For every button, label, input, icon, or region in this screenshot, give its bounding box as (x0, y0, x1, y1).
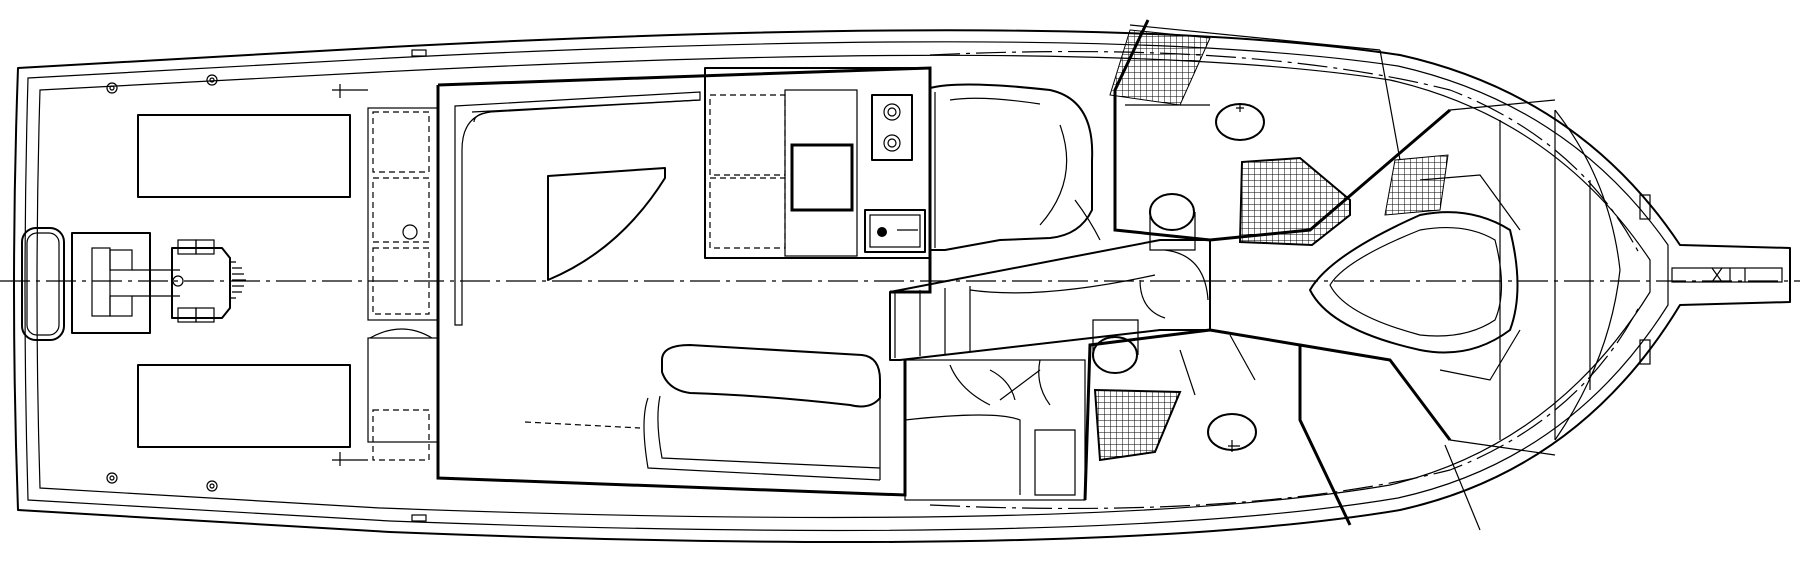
microwave (790, 143, 854, 212)
galley (704, 67, 931, 259)
deck-fittings (411, 49, 1651, 522)
fighting-chair (71, 232, 246, 334)
v-berth-stateroom (1209, 49, 1621, 531)
anchor-pulpit (1671, 267, 1783, 283)
hanging-lockers (332, 84, 439, 466)
companionway-steps (889, 239, 1211, 361)
deck-sheer-lines (929, 50, 1641, 510)
settee (454, 91, 701, 326)
salon (436, 66, 932, 497)
vanity-sinks (1207, 103, 1265, 452)
forward-cabin (904, 83, 1101, 501)
forward-head (1083, 19, 1449, 526)
hull-outline (13, 29, 1791, 544)
shower-stalls (1093, 29, 1449, 462)
stove (871, 94, 913, 161)
dinette (524, 344, 881, 481)
cockpit (21, 74, 439, 492)
sink (864, 209, 926, 253)
cockpit-hatch-port (137, 114, 351, 198)
transom-door (21, 227, 65, 341)
cockpit-hatch-starboard (137, 364, 351, 448)
